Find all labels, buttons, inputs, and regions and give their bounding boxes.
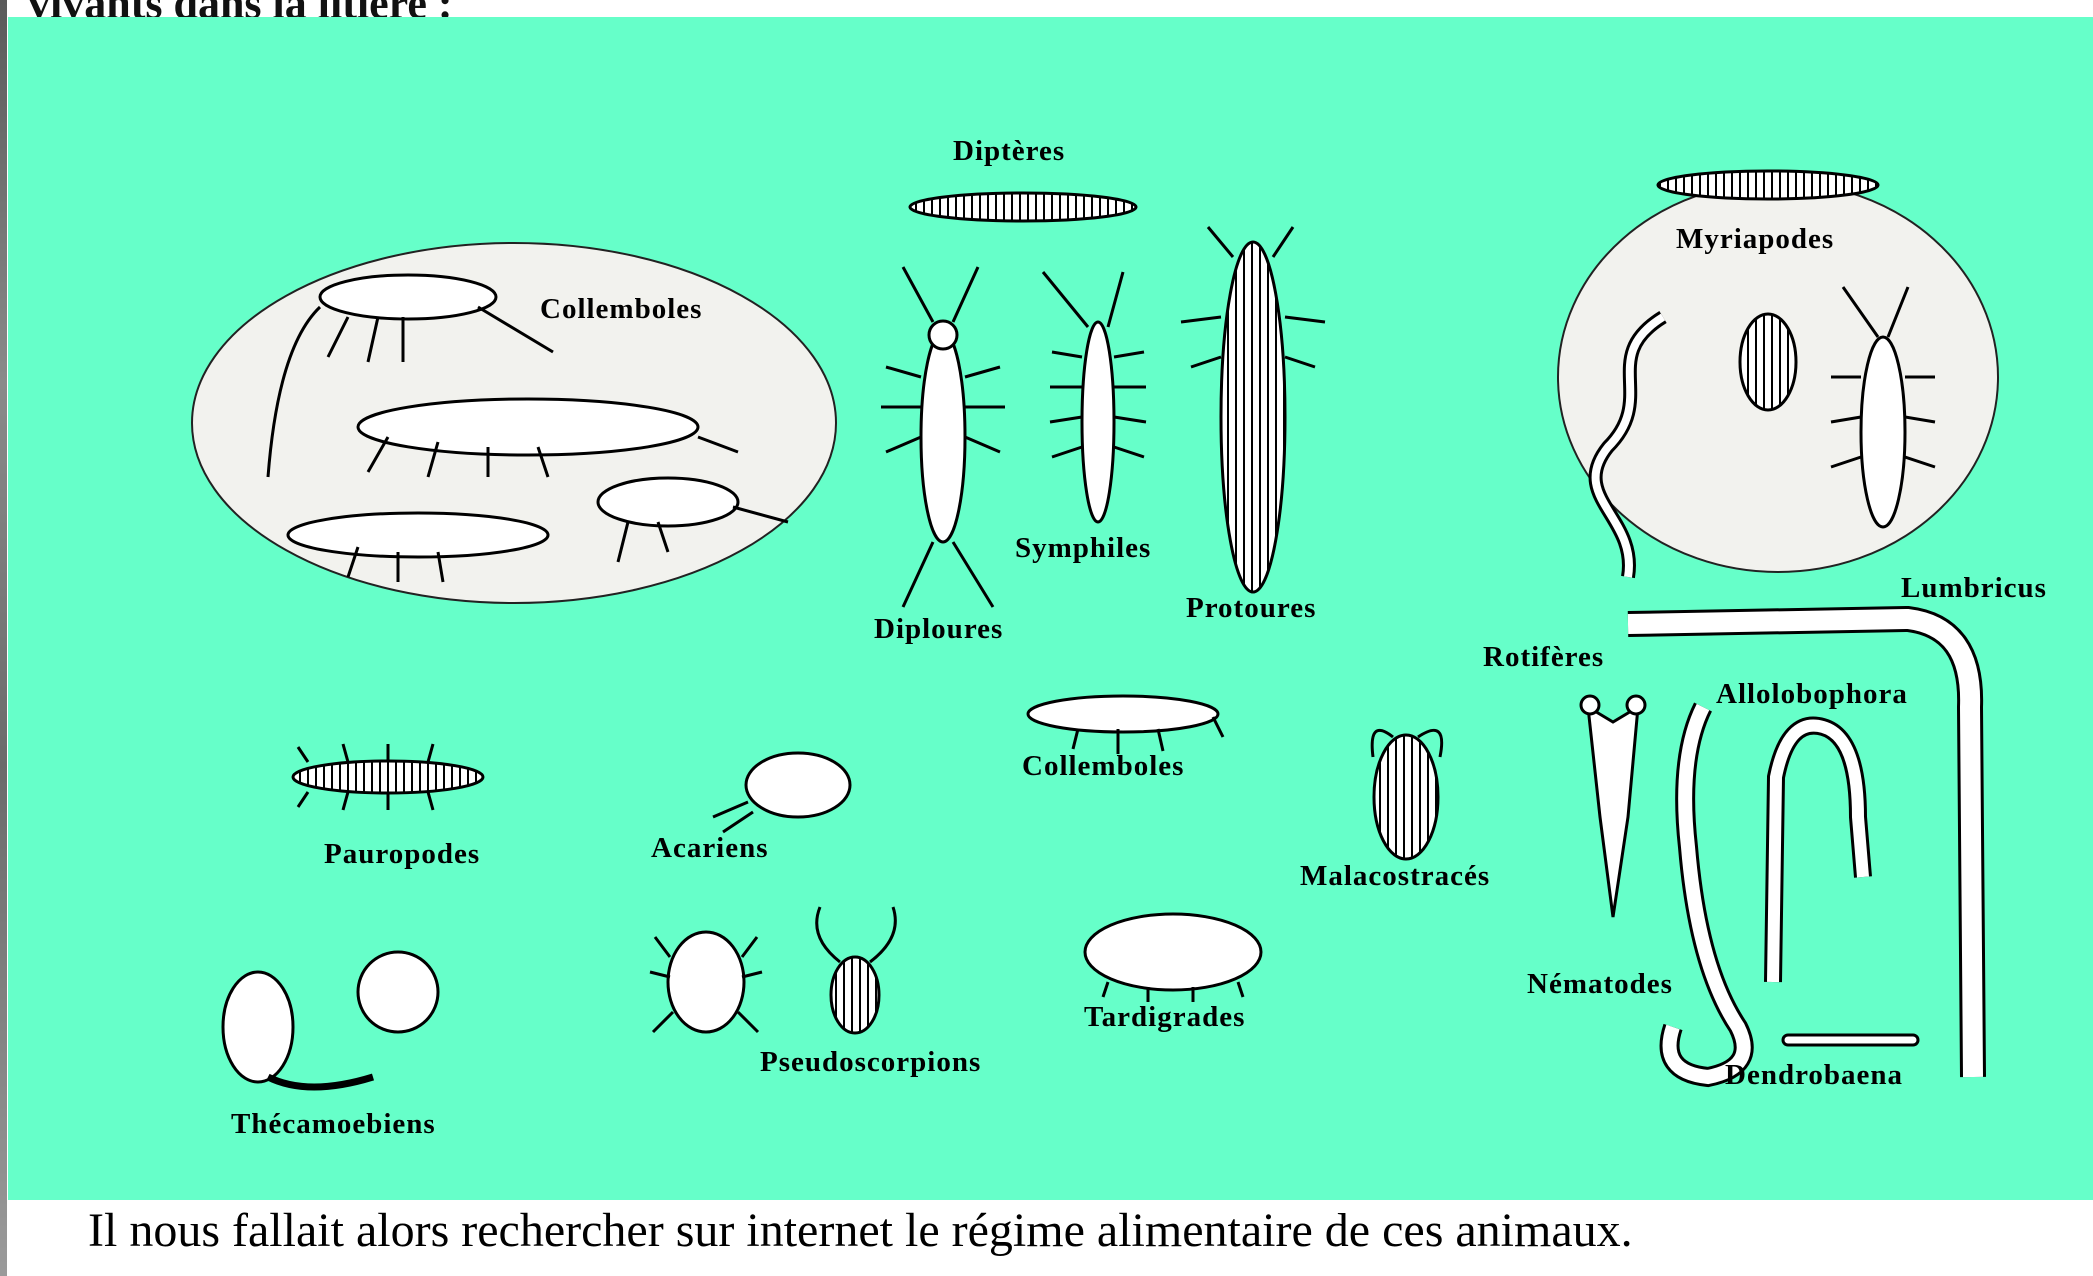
litter-fauna-diagram: Collemboles Diptères Myriapodes Symphile… [8,17,2093,1200]
dendrobaena-icon [1783,1035,1918,1045]
fauna-illustrations [8,17,2093,1200]
label-diploures: Diploures [874,613,1003,646]
diploure-icon [881,267,1005,607]
label-pseudoscorpions: Pseudoscorpions [760,1046,981,1079]
label-collemboles-group: Collemboles [540,293,702,326]
label-malacostraces: Malacostracés [1300,860,1490,893]
label-myriapodes: Myriapodes [1676,223,1834,256]
window-edge [0,0,7,1276]
protoure-icon [1181,227,1325,592]
label-protoures: Protoures [1186,592,1316,625]
malacostrace-icon [1372,730,1442,859]
caption-text: Il nous fallait alors rechercher sur int… [88,1203,1633,1258]
acarien-mite-icon [650,932,762,1032]
tardigrade-icon [1085,914,1261,1002]
label-tardigrades: Tardigrades [1084,1001,1245,1034]
label-lumbricus: Lumbricus [1901,572,2047,605]
label-pauropodes: Pauropodes [324,838,480,871]
thecamoebien-icon [223,952,438,1087]
nematode-icon [1670,707,1744,1077]
label-rotiferes: Rotifères [1483,641,1604,674]
collembole-single-icon [1028,696,1223,754]
label-symphiles: Symphiles [1015,532,1151,565]
pauropode-icon [293,744,483,810]
dipteres-larva-icon [910,193,1136,221]
label-allolobophora: Allolobophora [1716,678,1908,711]
label-dendrobaena: Dendrobaena [1725,1059,1903,1092]
symphile-icon [1043,272,1146,522]
rotifere-icon [1581,696,1645,917]
label-thecamoebiens: Thécamoebiens [231,1108,436,1141]
pseudoscorpion-icon [817,907,896,1033]
label-dipteres: Diptères [953,135,1065,168]
label-collemboles-single: Collemboles [1022,750,1184,783]
label-nematodes: Nématodes [1527,968,1673,1001]
allolobophora-worm-icon [1773,726,1863,982]
label-acariens: Acariens [651,832,769,865]
acarien-icon [713,753,850,832]
